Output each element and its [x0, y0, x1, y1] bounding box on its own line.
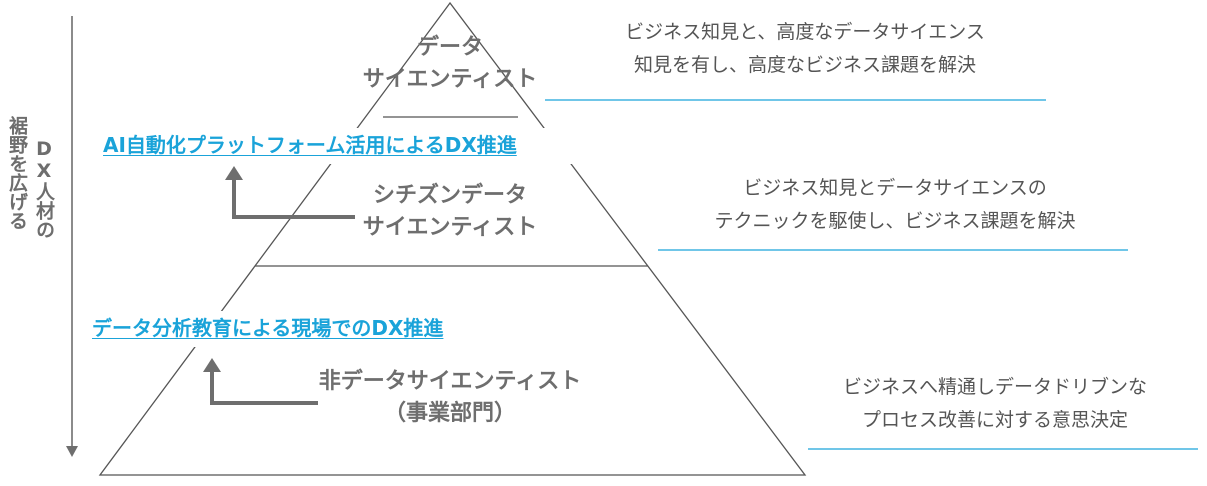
- tier-label-top-line2: サイエンティスト: [362, 67, 538, 92]
- tier-desc-bottom-line1: ビジネスへ精通しデータドリブンな: [842, 376, 1147, 398]
- tier-desc-middle-line2: テクニックを駆使し、ビジネス課題を解決: [714, 210, 1076, 232]
- tier-label-bottom: 非データサイエンティスト （事業部門）: [300, 366, 600, 430]
- initiative-lower: データ分析教育による現場でのDX推進: [92, 316, 444, 340]
- initiative-upper: AI自動化プラットフォーム活用によるDX推進: [103, 133, 517, 157]
- tier-desc-top: ビジネス知見と、高度なデータサイエンス 知見を有し、高度なビジネス課題を解決: [545, 16, 1065, 82]
- tier-desc-bottom-line2: プロセス改善に対する意思決定: [861, 409, 1128, 431]
- tier-label-middle-line1: シチズンデータ: [372, 183, 527, 208]
- pyramid-outline: [98, 1, 807, 476]
- upgrade-arrow-upper: [232, 178, 355, 219]
- tier-desc-top-line2: 知見を有し、高度なビジネス課題を解決: [633, 54, 976, 76]
- tier-label-middle-line2: サイエンティスト: [362, 215, 538, 240]
- tier-desc-top-line1: ビジネス知見と、高度なデータサイエンス: [625, 21, 985, 43]
- axis-label-line1: DX人材の: [33, 138, 55, 239]
- initiative-upper-mask: [101, 128, 587, 164]
- tier-label-bottom-line2: （事業部門）: [383, 401, 516, 426]
- tier-desc-bottom: ビジネスへ精通しデータドリブンな プロセス改善に対する意思決定: [790, 371, 1200, 437]
- axis-label-line2: 裾野を広げる: [6, 116, 28, 230]
- upgrade-arrow-lower: [210, 370, 318, 405]
- upgrade-arrow-lower-head: [203, 358, 221, 372]
- axis-arrow-head: [66, 446, 78, 457]
- tier-label-middle: シチズンデータ サイエンティスト: [340, 180, 560, 244]
- tier-desc-middle: ビジネス知見とデータサイエンスの テクニックを駆使し、ビジネス課題を解決: [650, 172, 1140, 238]
- tier-desc-middle-line1: ビジネス知見とデータサイエンスの: [743, 177, 1047, 199]
- initiative-lower-mask: [90, 311, 502, 347]
- tier-label-top-line1: データ: [416, 35, 483, 60]
- tier-label-top: データ サイエンティスト: [350, 32, 550, 96]
- upgrade-arrow-upper-head: [225, 166, 243, 180]
- tier-label-bottom-line1: 非データサイエンティスト: [318, 369, 582, 394]
